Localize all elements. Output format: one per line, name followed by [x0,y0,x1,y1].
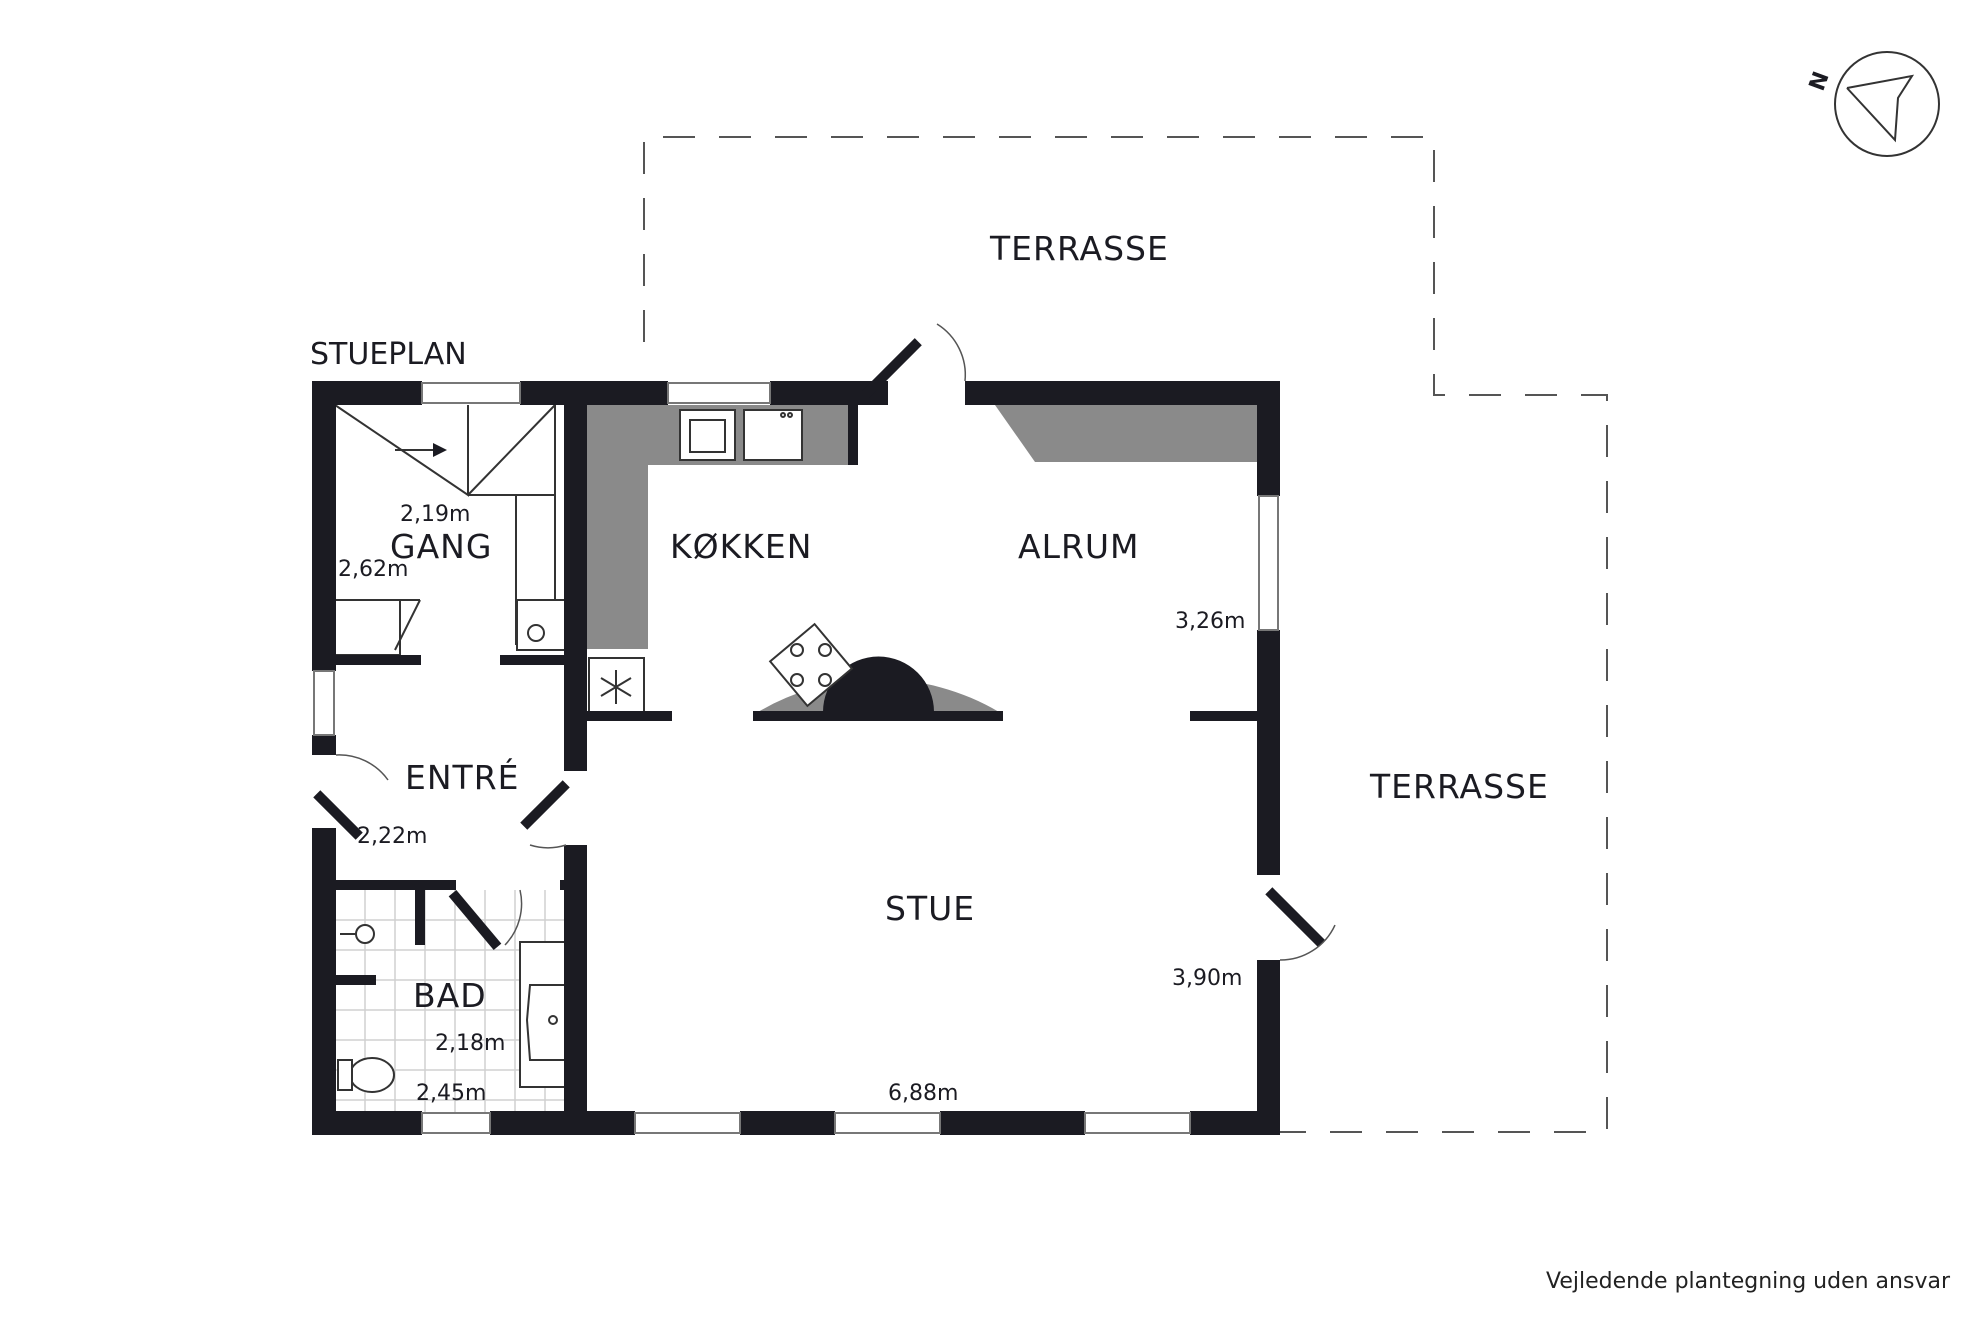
stove-icon [768,622,854,708]
windows [313,382,1279,1134]
kitchen-appliances [588,409,854,717]
room-label-gang: GANG [390,527,492,566]
kitchen-counter [587,405,1258,712]
room-label-alrum: ALRUM [1018,527,1140,566]
shower-icon [355,924,375,944]
disclaimer-text: Vejledende plantegning uden ansvar [1546,1269,1951,1294]
north-label: N [1805,68,1835,94]
dim-bad-depth: 2,18m [435,1031,505,1056]
room-label-entre: ENTRÉ [405,757,519,797]
plan-title: STUEPLAN [310,337,467,372]
terrace-outline [643,136,1608,1133]
room-label-bad: BAD [413,976,487,1015]
compass-icon [1834,51,1940,157]
dim-stue-width: 6,88m [888,1081,958,1106]
dim-gang-depth: 2,62m [338,557,408,582]
stair-arrow-icon [433,443,447,457]
room-label-stue: STUE [885,889,975,928]
dim-stue-depth: 3,90m [1172,966,1242,991]
room-label-terrasse-right: TERRASSE [1369,767,1549,806]
staircase [334,404,578,656]
dim-entre-width: 2,22m [357,824,427,849]
dim-gang-width: 2,19m [400,502,470,527]
room-label-terrasse-top: TERRASSE [989,229,1169,268]
walls [312,381,1280,1135]
toilet-icon [349,1057,395,1093]
doors [313,323,1336,961]
dishwasher-icon [743,409,803,461]
dim-bad-width: 2,45m [416,1081,486,1106]
room-label-kokken: KØKKEN [670,527,812,566]
snowflake-icon [600,670,632,704]
dim-alrum-depth: 3,26m [1175,609,1245,634]
